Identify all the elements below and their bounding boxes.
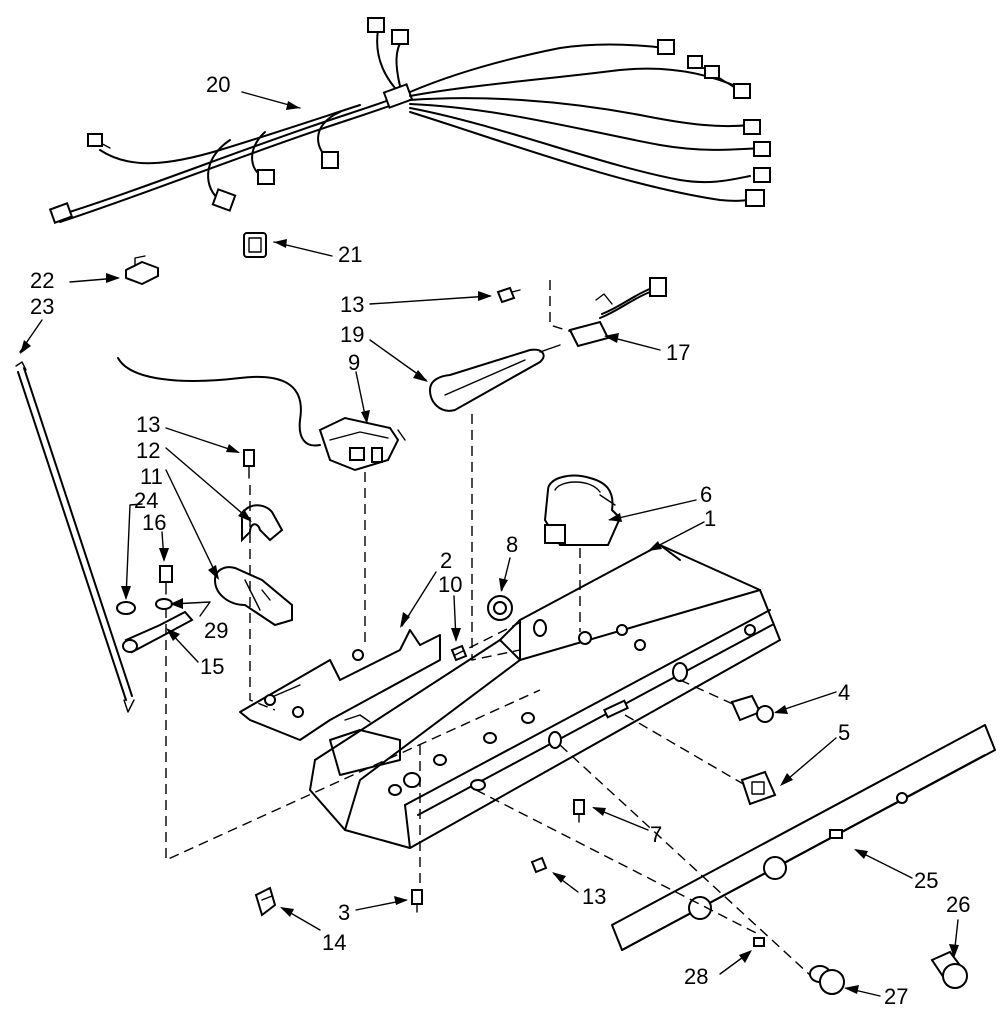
part-11-control: [213, 566, 293, 627]
label-2: 2: [440, 548, 452, 573]
part-9-thermostat: [117, 357, 406, 472]
label-29: 29: [204, 618, 228, 643]
label-10: 10: [438, 572, 462, 597]
label-16: 16: [142, 510, 166, 535]
label-11: 11: [140, 464, 163, 489]
label-13-left: 13: [136, 412, 160, 437]
label-8: 8: [506, 532, 518, 557]
part-25-panel: [611, 724, 996, 951]
part-labels: 20 21 22 23 13 19 17 9 13 12 11 24 16 29…: [30, 72, 970, 1009]
label-23: 23: [30, 294, 54, 319]
part-8-grommet: [487, 595, 513, 621]
part-22-bracket: [125, 255, 159, 285]
part-26-knob: [930, 950, 968, 989]
label-26: 26: [946, 892, 970, 917]
part-13-screw-bottom: [530, 856, 548, 874]
part-13-screw-left: [243, 449, 255, 479]
part-27-bushing: [809, 965, 845, 995]
part-3-screw: [411, 889, 423, 913]
label-13-top: 13: [340, 292, 364, 317]
label-25: 25: [914, 868, 938, 893]
label-7: 7: [650, 822, 662, 847]
part-2-bracket: [239, 629, 441, 741]
part-4-switch: [730, 694, 774, 723]
label-12: 12: [136, 438, 160, 463]
label-19: 19: [340, 322, 364, 347]
label-14: 14: [322, 930, 346, 955]
part-1-housing: [309, 544, 781, 849]
part-14-clip: [254, 886, 277, 917]
part-19-heater: [428, 344, 561, 412]
wire-harness: [48, 17, 771, 224]
label-6: 6: [700, 482, 712, 507]
part-16-screw: [159, 565, 173, 595]
part-29-washer: [155, 598, 173, 610]
label-24: 24: [134, 488, 158, 513]
part-15-lever: [122, 610, 194, 654]
label-28: 28: [684, 964, 708, 989]
label-20: 20: [206, 72, 230, 97]
part-5-switch: [740, 770, 777, 806]
label-17: 17: [666, 340, 690, 365]
part-7-screw: [573, 799, 585, 823]
label-22: 22: [30, 268, 54, 293]
label-5: 5: [838, 720, 850, 745]
part-13-screw-top: [496, 286, 521, 304]
label-1: 1: [704, 506, 716, 531]
part-23-rod: [15, 361, 135, 713]
label-27: 27: [884, 984, 908, 1009]
label-9: 9: [348, 350, 360, 375]
assembly-dash-lines: [165, 280, 811, 976]
label-15: 15: [200, 654, 224, 679]
leader-arrows: [19, 91, 959, 997]
part-6-timer: [543, 474, 622, 546]
label-21: 21: [338, 242, 362, 267]
part-28-spacer: [753, 937, 765, 947]
part-17-fuse: [568, 277, 667, 348]
label-4: 4: [838, 680, 850, 705]
part-21-clip: [243, 232, 267, 258]
label-3: 3: [338, 900, 350, 925]
part-12-clamp: [240, 504, 284, 543]
label-13-bottom: 13: [582, 884, 606, 909]
part-24-washer: [116, 601, 136, 615]
